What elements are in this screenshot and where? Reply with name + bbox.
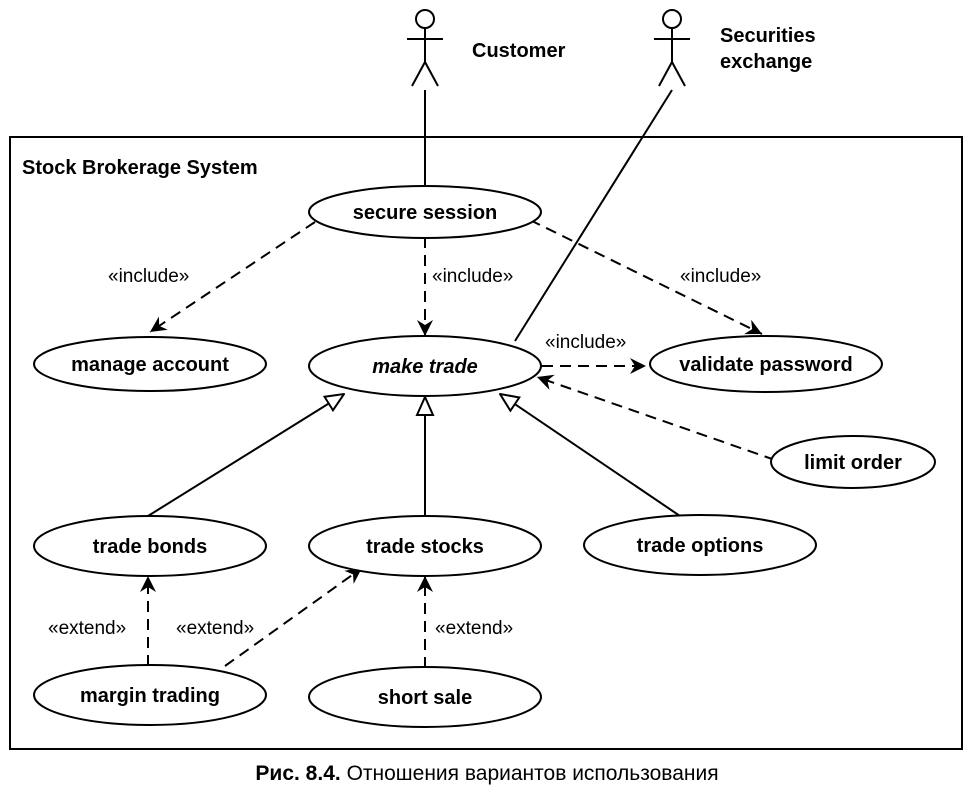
include-arrow-manage-account bbox=[149, 221, 316, 333]
use-case-secure-session: secure session bbox=[308, 185, 542, 239]
include-label: «include» bbox=[432, 266, 513, 287]
use-case-validate-password: validate password bbox=[649, 335, 883, 393]
include-label: «include» bbox=[545, 332, 626, 353]
use-case-label: margin trading bbox=[80, 685, 220, 707]
use-case-margin-trading: margin trading bbox=[33, 664, 267, 726]
actor-label-line-1: Securities bbox=[720, 25, 816, 47]
extend-label: «extend» bbox=[176, 618, 254, 639]
use-case-trade-options: trade options bbox=[583, 514, 817, 576]
use-case-manage-account: manage account bbox=[33, 336, 267, 392]
use-case-label: trade bonds bbox=[93, 536, 207, 558]
generalization-trade-options bbox=[500, 394, 681, 517]
use-case-label: limit order bbox=[804, 452, 902, 474]
extend-label: «extend» bbox=[435, 618, 513, 639]
actor-label: Customer bbox=[472, 40, 566, 62]
include-label: «include» bbox=[680, 266, 761, 287]
use-case-label: short sale bbox=[378, 687, 472, 709]
actor-securities-exchange: Securities exchange bbox=[654, 9, 816, 87]
figure-caption-text: Отношения вариантов использования bbox=[346, 762, 719, 785]
figure-number: Рис. 8.4. bbox=[255, 762, 341, 785]
use-case-trade-bonds: trade bonds bbox=[33, 515, 267, 577]
generalization-trade-bonds bbox=[147, 394, 344, 517]
system-boundary bbox=[9, 136, 963, 750]
use-case-label: make trade bbox=[372, 356, 478, 378]
use-case-trade-stocks: trade stocks bbox=[308, 515, 542, 577]
dependency-arrow-limit-order bbox=[536, 374, 776, 461]
use-case-label: validate password bbox=[679, 354, 852, 376]
actor-label-line-2: exchange bbox=[720, 51, 812, 73]
include-arrow-validate-password bbox=[529, 219, 763, 335]
use-case-label: trade options bbox=[637, 535, 764, 557]
use-case-label: secure session bbox=[353, 202, 498, 224]
figure-caption: Рис. 8.4. Отношения вариантов использова… bbox=[0, 762, 974, 786]
actor-customer: Customer bbox=[407, 9, 566, 87]
use-case-short-sale: short sale bbox=[308, 666, 542, 728]
include-label: «include» bbox=[108, 266, 189, 287]
extend-arrow-trade-stocks-from-margin bbox=[224, 567, 363, 667]
use-case-limit-order: limit order bbox=[770, 435, 936, 489]
use-case-label: manage account bbox=[71, 354, 229, 376]
use-case-label: trade stocks bbox=[366, 536, 484, 558]
system-name: Stock Brokerage System bbox=[22, 157, 258, 179]
use-case-make-trade: make trade bbox=[308, 335, 542, 397]
stick-figure-icon bbox=[654, 9, 690, 87]
stick-figure-icon bbox=[407, 9, 443, 87]
extend-label: «extend» bbox=[48, 618, 126, 639]
association-exchange-make-trade bbox=[514, 89, 673, 342]
